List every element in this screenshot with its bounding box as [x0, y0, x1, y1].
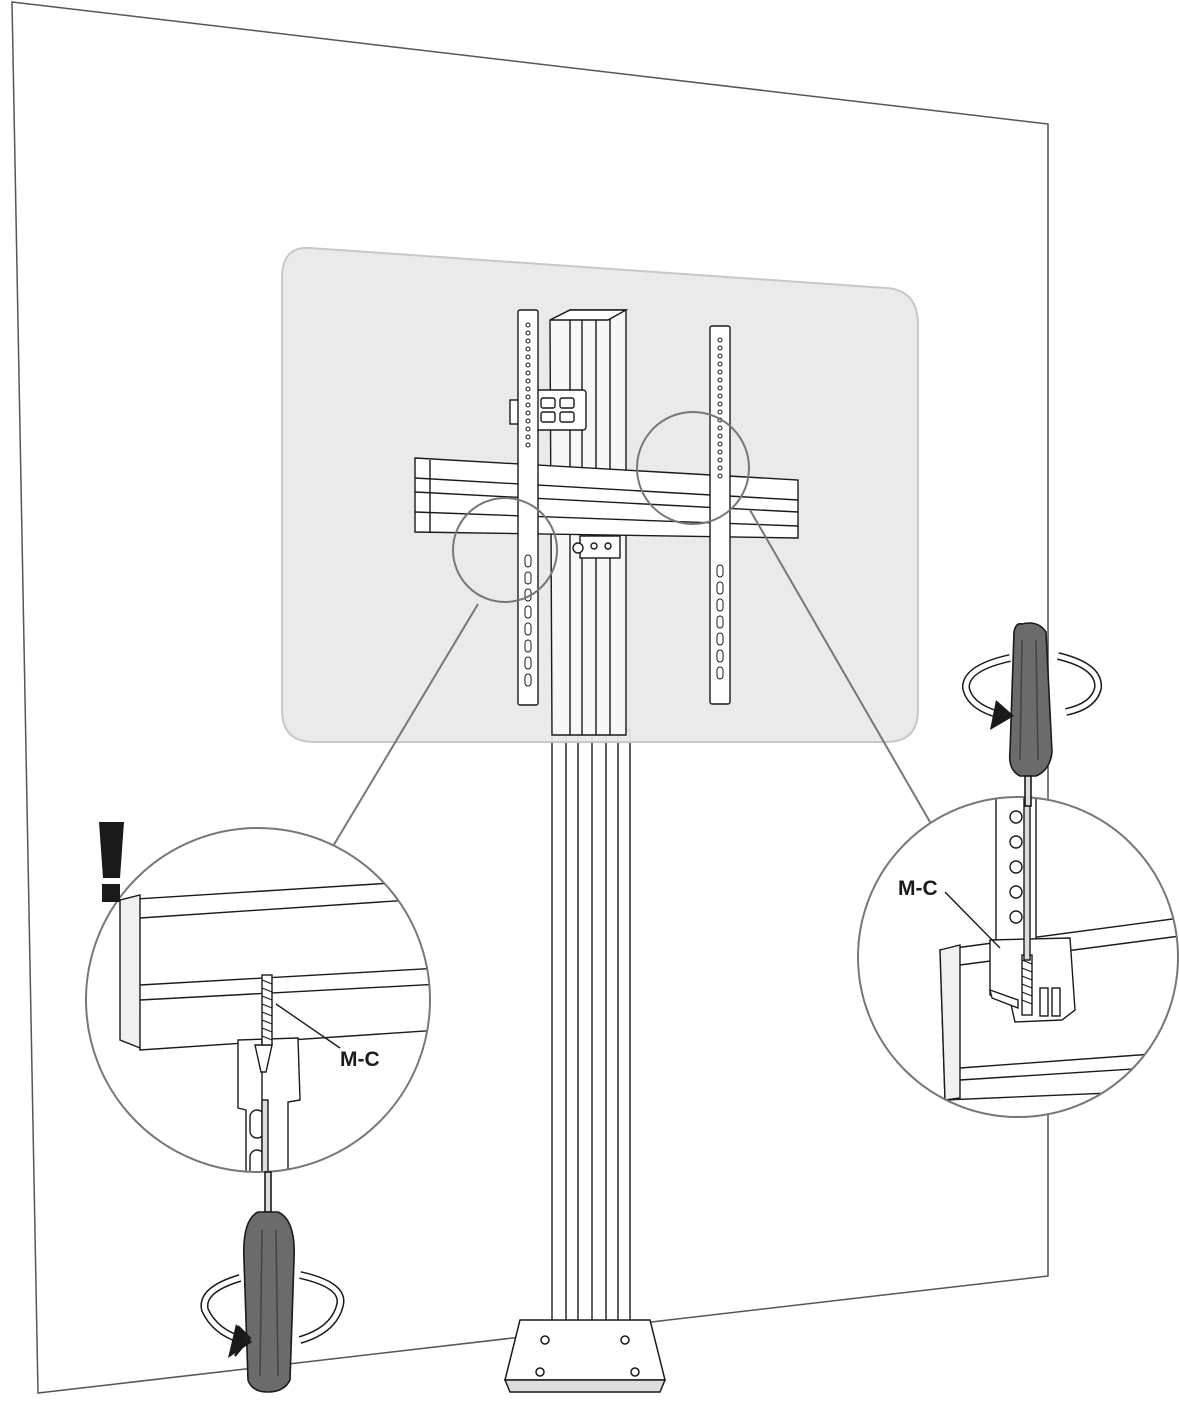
rotate-arrow-icon: [200, 1271, 345, 1358]
screwdriver-icon: [242, 1171, 295, 1393]
floor-pole: [551, 729, 631, 1353]
floor-base-plate: [503, 1319, 667, 1393]
leader-line-right: [749, 509, 931, 823]
detail-view-right: M-C: [857, 796, 1179, 1118]
detail-view-left: M-C: [85, 827, 431, 1173]
horizontal-rail: [414, 457, 799, 559]
left-vesa-bracket: [517, 309, 539, 706]
right-vesa-bracket: [709, 325, 731, 705]
exclamation-icon: [99, 822, 124, 902]
leader-line-left: [319, 603, 479, 869]
rotate-arrow-icon: [962, 652, 1103, 730]
screwdriver-icon: [1008, 622, 1053, 807]
detail-marker-left: [452, 497, 558, 603]
callout-label-left: M-C: [340, 1048, 380, 1071]
detail-marker-right: [636, 411, 750, 525]
callout-label-right: M-C: [898, 877, 938, 900]
